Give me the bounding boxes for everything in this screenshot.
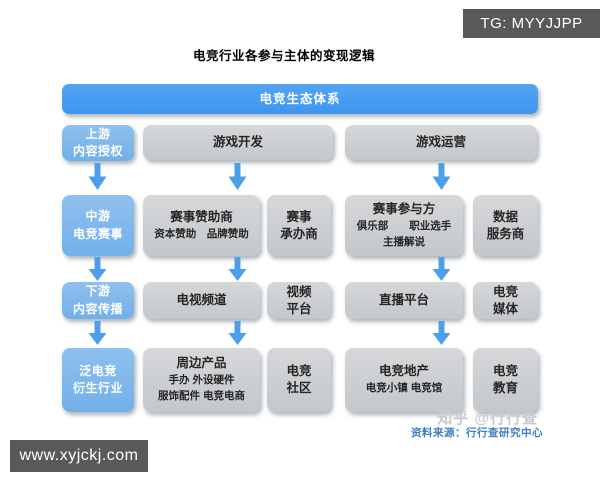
diagram-title: 电竞行业各参与主体的变现逻辑 xyxy=(192,49,375,63)
stage-label-line: 中游 xyxy=(85,209,111,224)
box-tv-channel: 电视频道 xyxy=(143,282,260,319)
stage-label-line: 衍生行业 xyxy=(72,381,123,395)
source-note: 资料来源：行行查研究中心 xyxy=(411,427,543,439)
stage-box-upstream: 上游 内容授权 xyxy=(62,125,134,161)
stage-box-midstream: 中游 电竞赛事 xyxy=(62,195,134,256)
box-video-platform: 视频 平台 xyxy=(267,282,331,319)
tg-badge-label: TG: MYYJJPP xyxy=(480,15,583,32)
box-data-service: 数据 服务商 xyxy=(473,195,538,256)
stage-label-line: 上游 xyxy=(85,126,111,141)
stage-box-downstream: 下游 内容传播 xyxy=(62,282,134,319)
box-sublabel: 俱乐部 职业选手 xyxy=(356,219,452,232)
box-label: 电竞 xyxy=(492,284,518,299)
stage-label-line: 下游 xyxy=(85,284,111,299)
box-sublabel: 手办 外设硬件 xyxy=(168,374,235,387)
box-label: 电竞地产 xyxy=(378,364,429,379)
stage-label-line: 电竞赛事 xyxy=(72,226,123,241)
box-label: 赛事赞助商 xyxy=(170,209,233,224)
box-esports-community: 电竞 社区 xyxy=(267,348,331,412)
box-label: 电竞 xyxy=(286,364,312,379)
box-label: 周边产品 xyxy=(176,356,227,371)
box-label: 数据 xyxy=(492,209,518,224)
down-arrow-icon xyxy=(228,163,247,195)
box-sublabel: 主播解说 xyxy=(383,235,425,248)
down-arrow-icon xyxy=(228,257,247,286)
box-label: 承办商 xyxy=(280,226,318,241)
box-label: 媒体 xyxy=(492,301,518,316)
down-arrow-icon xyxy=(88,163,107,195)
box-sublabel: 服饰配件 电竞电商 xyxy=(158,390,245,403)
zhihu-watermark: 知乎 @行行查 xyxy=(437,410,538,427)
box-label: 赛事参与方 xyxy=(372,201,436,216)
stage-box-derivative: 泛电竞 衍生行业 xyxy=(62,348,134,412)
box-label: 教育 xyxy=(492,381,518,395)
box-label: 社区 xyxy=(286,381,312,395)
site-badge: www.xyjckj.com xyxy=(10,440,148,472)
box-event-organizer: 赛事 承办商 xyxy=(267,195,331,256)
box-peripheral-products: 周边产品 手办 外设硬件 服饰配件 电竞电商 xyxy=(143,348,260,412)
box-label: 电视频道 xyxy=(176,293,227,308)
box-label: 直播平台 xyxy=(378,293,429,308)
box-label: 游戏开发 xyxy=(212,135,263,150)
box-label: 服务商 xyxy=(486,226,525,241)
down-arrow-icon xyxy=(432,163,451,195)
box-label: 平台 xyxy=(286,301,312,316)
box-esports-realestate: 电竞地产 电竞小镇 电竞馆 xyxy=(345,348,463,412)
ecosystem-banner: 电竞生态体系 xyxy=(62,84,538,114)
box-game-operation: 游戏运营 xyxy=(345,125,537,160)
down-arrow-icon xyxy=(228,321,247,350)
down-arrow-icon xyxy=(88,321,107,350)
box-live-platform: 直播平台 xyxy=(345,282,463,319)
box-label: 电竞 xyxy=(492,364,518,379)
box-label: 赛事 xyxy=(286,209,312,224)
stage-label-line: 内容授权 xyxy=(72,144,123,158)
stage-label-line: 泛电竞 xyxy=(79,363,117,378)
box-esports-education: 电竞 教育 xyxy=(473,348,538,412)
box-label: 游戏运营 xyxy=(415,135,466,150)
tg-badge: TG: MYYJJPP xyxy=(463,9,600,38)
down-arrow-icon xyxy=(432,257,451,286)
site-badge-label: www.xyjckj.com xyxy=(19,447,139,464)
box-event-participants: 赛事参与方 俱乐部 职业选手 主播解说 xyxy=(345,195,463,256)
box-sublabel: 电竞小镇 电竞馆 xyxy=(365,382,443,395)
ecosystem-banner-label: 电竞生态体系 xyxy=(259,91,341,106)
box-esports-media: 电竞 媒体 xyxy=(473,282,538,319)
box-event-sponsors: 赛事赞助商 资本赞助 品牌赞助 xyxy=(143,195,260,256)
down-arrow-icon xyxy=(88,257,107,286)
box-label: 视频 xyxy=(286,284,312,299)
stage-label-line: 内容传播 xyxy=(72,301,123,316)
box-game-development: 游戏开发 xyxy=(143,125,333,160)
down-arrow-icon xyxy=(432,321,451,350)
box-sublabel: 资本赞助 品牌赞助 xyxy=(154,227,249,240)
